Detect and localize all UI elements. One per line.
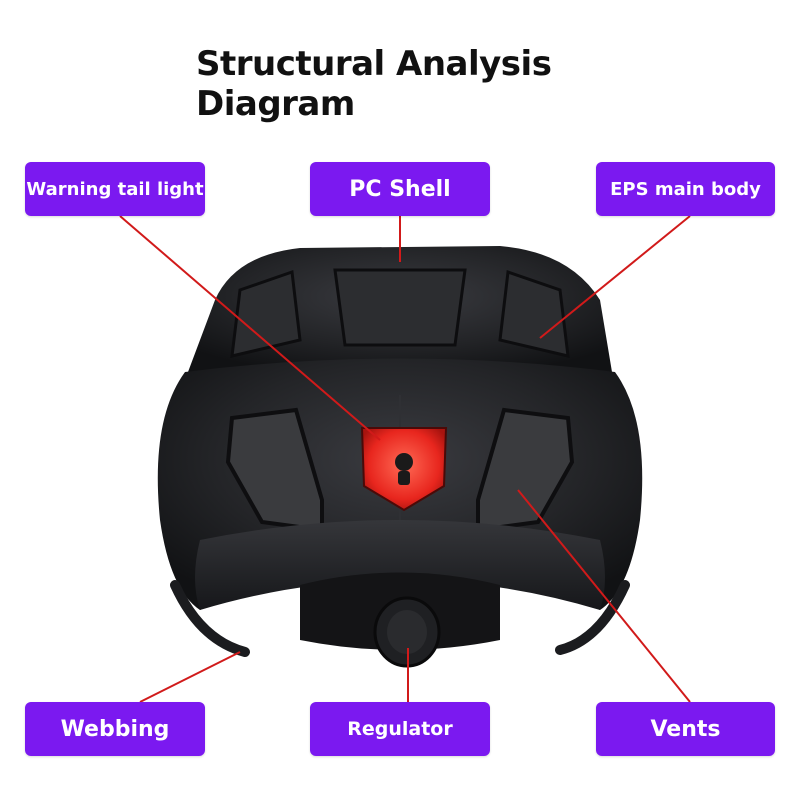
webbing-strap-left (170, 580, 250, 657)
label-warning-tail-light-text: Warning tail light (26, 178, 204, 200)
label-vents: Vents (596, 702, 775, 756)
leader-vents (517, 489, 691, 703)
leader-webbing (139, 651, 241, 703)
top-vent-center (333, 268, 467, 347)
helmet-rim-band (195, 520, 605, 610)
label-pc-shell-text: PC Shell (349, 176, 451, 202)
label-regulator: Regulator (310, 702, 490, 756)
leader-eps-main-body (539, 215, 691, 339)
top-vent-right (498, 269, 570, 358)
label-pc-shell: PC Shell (310, 162, 490, 216)
label-vents-text: Vents (650, 716, 721, 742)
label-webbing-text: Webbing (60, 716, 170, 742)
title-line-1: Structural Analysis (196, 44, 552, 84)
label-eps-main-body: EPS main body (596, 162, 775, 216)
label-regulator-text: Regulator (347, 718, 453, 740)
diagram-title: Structural Analysis Diagram (196, 44, 552, 124)
title-line-2: Diagram (196, 84, 355, 124)
tail-light-logo (395, 453, 413, 471)
leader-warning-tail-light (119, 215, 381, 441)
label-eps-main-body-text: EPS main body (610, 178, 761, 200)
webbing-strap-right (555, 580, 630, 655)
leader-lines (119, 215, 691, 703)
label-webbing: Webbing (25, 702, 205, 756)
side-vent-right (476, 407, 575, 533)
top-vent-left (230, 269, 302, 358)
label-warning-tail-light: Warning tail light (25, 162, 205, 216)
